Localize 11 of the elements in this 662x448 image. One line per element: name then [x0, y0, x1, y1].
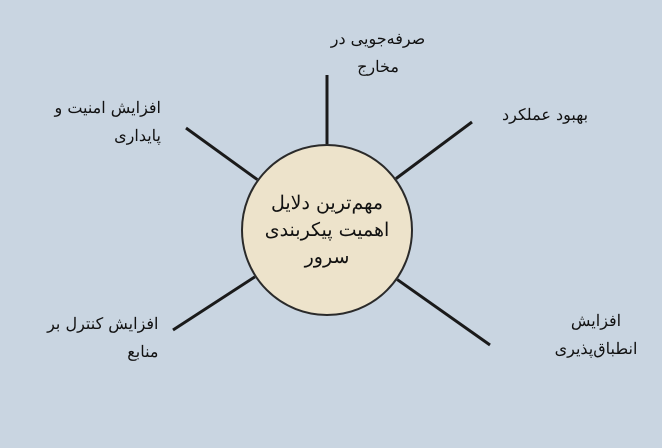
- reason-label: افزایش امنیت و پایداری: [52, 97, 161, 147]
- reason-label: بهبود عملکرد: [502, 104, 588, 126]
- connector-line: [395, 120, 473, 180]
- connector-line: [396, 278, 491, 346]
- reason-label: افزایش کنترل بر منابع: [46, 313, 158, 363]
- center-title: مهم‌ترین دلایل اهمیت پیکربندی سرور: [264, 190, 390, 270]
- connector-line: [326, 75, 328, 144]
- connector-line: [172, 276, 256, 332]
- connector-line: [185, 126, 258, 181]
- reason-label: صرفه‌جویی در مخارج: [329, 28, 426, 78]
- reason-label: افزایش انطباق‌پذیری: [554, 310, 638, 360]
